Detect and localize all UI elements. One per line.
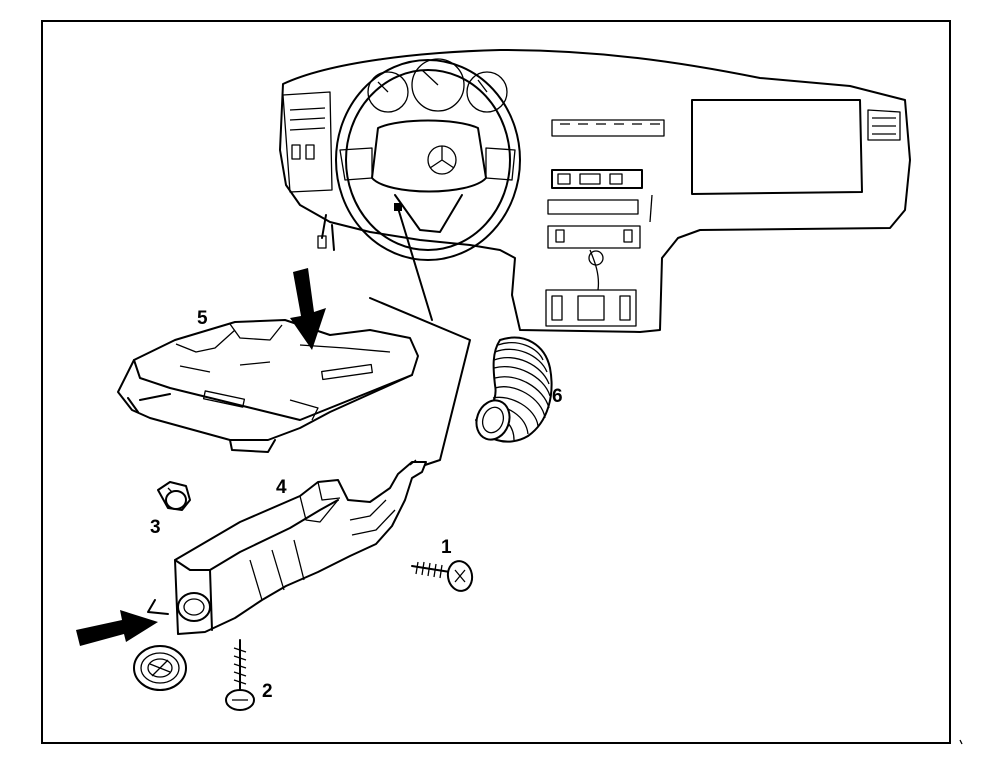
duct-grommet xyxy=(133,645,187,691)
stray-mark xyxy=(959,739,963,745)
callout-2: 2 xyxy=(262,681,273,702)
callout-5: 5 xyxy=(197,308,208,329)
dashboard-assembly xyxy=(279,49,911,333)
tapping-screw-vertical xyxy=(225,639,255,711)
callout-3: 3 xyxy=(150,517,161,538)
footwell-air-duct xyxy=(147,459,427,635)
callout-4: 4 xyxy=(276,477,287,498)
leader-line xyxy=(397,207,433,321)
leader-dot xyxy=(394,203,402,211)
callout-6: 6 xyxy=(552,386,563,407)
expanding-clip xyxy=(157,481,191,511)
bracket-outline xyxy=(369,297,471,466)
corrugated-hose xyxy=(475,336,553,443)
arrow-right-icon xyxy=(76,610,158,646)
arrow-down-icon xyxy=(290,268,326,350)
tapping-screw xyxy=(411,560,474,592)
lower-knee-cover xyxy=(117,319,419,453)
callout-1: 1 xyxy=(441,537,452,558)
